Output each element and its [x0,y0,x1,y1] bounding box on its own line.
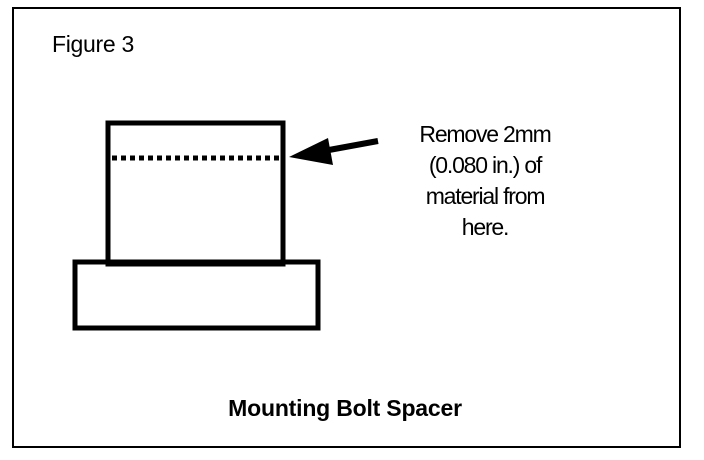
callout-line-3: material from [425,183,546,209]
callout-line-1: Remove 2mm [419,121,551,147]
callout-arrow-head [289,138,333,165]
figure-frame [12,7,681,448]
diagram-title: Mounting Bolt Spacer [228,395,462,421]
callout-text: Remove 2mm (0.080 in.) of material from … [360,119,610,243]
figure-label: Figure 3 [52,31,134,57]
callout-line-4: here. [461,214,510,240]
spacer-flange [72,259,321,331]
callout-line-2: (0.080 in.) of [428,152,543,178]
spacer-upper-body [105,120,286,267]
